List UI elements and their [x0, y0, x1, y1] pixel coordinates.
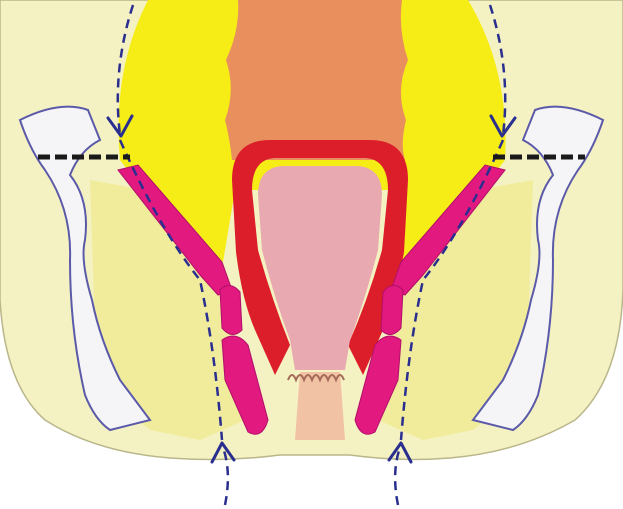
rectum-upper	[225, 0, 408, 160]
right-external-sphincter-upper	[381, 285, 403, 334]
left-external-sphincter-upper	[220, 285, 242, 334]
